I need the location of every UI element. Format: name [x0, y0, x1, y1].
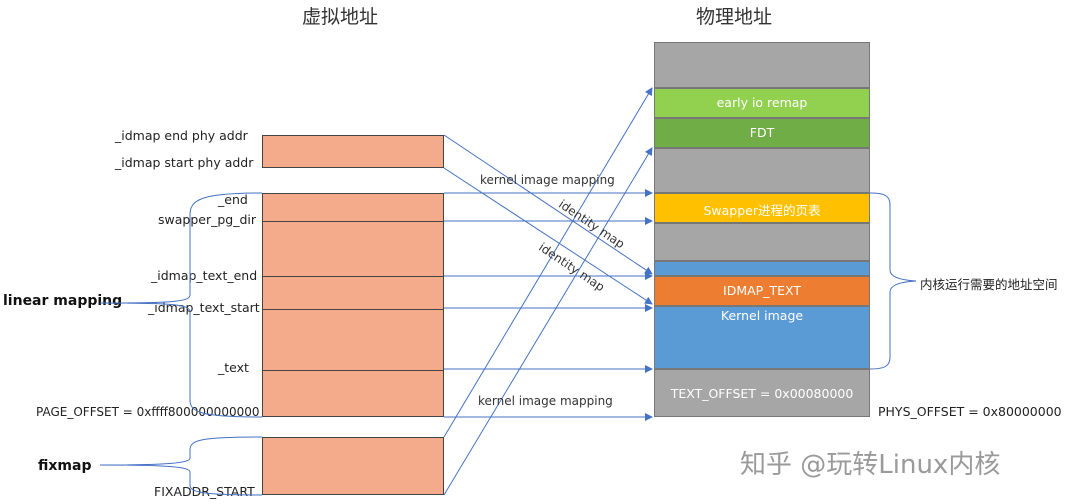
fdt-block: FDT — [654, 118, 870, 148]
idmap-text-end-divider — [263, 276, 443, 277]
swapper-pg-dir-divider — [263, 221, 443, 222]
early-io-remap-block: early io remap — [654, 88, 870, 118]
swapper-pg-dir-label: swapper_pg_dir — [158, 212, 257, 227]
kernel-image-mapping-bottom-label: kernel image mapping — [478, 394, 613, 408]
kernel-image-mapping-top-label: kernel image mapping — [480, 173, 615, 187]
linear-mapping-bracket — [99, 192, 263, 418]
idmap-text-start-divider — [263, 309, 443, 310]
idmap-text-end-label: _idmap_text_end — [151, 268, 258, 283]
phys-blue-strip — [654, 261, 870, 276]
zhihu-watermark: 知乎 @玩转Linux内核 — [740, 450, 1001, 480]
kernel-image-block: Kernel image — [654, 306, 870, 369]
text-offset-label: TEXT_OFFSET = 0x00080000 — [670, 385, 854, 401]
linear-mapping-virtual-block — [262, 193, 444, 417]
phys-offset-label: PHYS_OFFSET = 0x80000000 — [878, 404, 1062, 419]
physical-address-header: 物理地址 — [696, 6, 773, 28]
arrow-identity-map-1 — [443, 134, 653, 275]
virtual-address-header: 虚拟地址 — [302, 6, 379, 28]
swapper-page-table-block: Swapper进程的页表 — [654, 193, 870, 223]
kernel-space-brace — [869, 192, 917, 370]
idmap-virtual-block — [262, 135, 444, 168]
idmap-text-start-label: _idmap_text_start — [148, 300, 260, 315]
fixmap-label: fixmap — [38, 458, 92, 474]
idmap-end-phy-addr-label: _idmap end phy addr — [115, 128, 248, 143]
page-offset-label: PAGE_OFFSET = 0xffff800000000000 — [36, 405, 260, 419]
text-label: _text — [218, 360, 249, 375]
kernel-image-label: Kernel image — [720, 308, 804, 323]
idmap-start-phy-addr-label: _idmap start phy addr — [115, 155, 254, 170]
early-io-remap-label: early io remap — [716, 95, 808, 110]
arrow-fixmap-to-early-io — [443, 87, 653, 438]
idmap-text-block: IDMAP_TEXT — [654, 276, 870, 306]
text-offset-block: TEXT_OFFSET = 0x00080000 — [654, 369, 870, 417]
phys-gray-2 — [654, 148, 870, 193]
fixaddr-start-label: FIXADDR_START — [154, 484, 255, 499]
arrow-fixmap-to-fdt — [443, 147, 653, 496]
idmap-text-label: IDMAP_TEXT — [723, 283, 801, 298]
fixmap-bracket — [99, 436, 263, 496]
linear-mapping-label: linear mapping — [3, 293, 123, 309]
phys-gray-top — [654, 42, 870, 88]
fixmap-virtual-block — [262, 437, 444, 495]
kernel-space-label: 内核运行需要的地址空间 — [920, 277, 1058, 292]
arrow-identity-map-2 — [443, 167, 653, 305]
fdt-label: FDT — [749, 125, 775, 140]
swapper-page-table-label: Swapper进程的页表 — [703, 203, 821, 218]
text-divider — [263, 370, 443, 371]
end-label: _end — [218, 192, 248, 207]
phys-gray-3 — [654, 223, 870, 261]
